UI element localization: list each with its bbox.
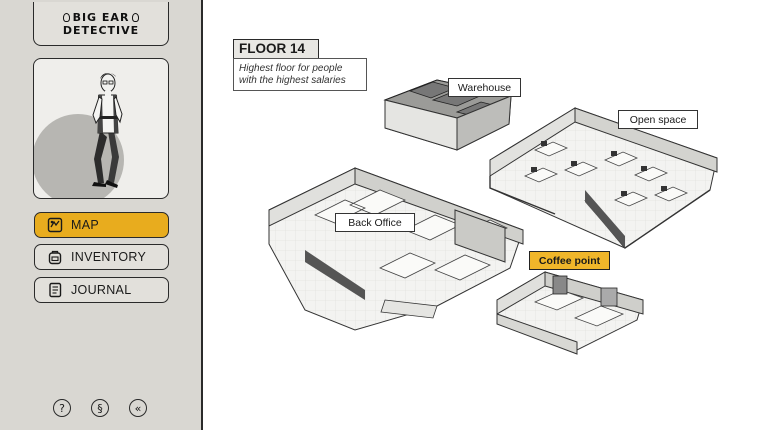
nav-map-label: MAP — [71, 218, 99, 232]
help-glyph: ? — [59, 401, 65, 415]
coffee-point-room[interactable] — [496, 271, 644, 355]
nav-inventory-button[interactable]: INVENTORY — [34, 244, 169, 270]
back-office-label[interactable]: Back Office — [335, 213, 415, 232]
game-logo: BIG EAR DETECTIVE — [33, 2, 169, 46]
nav-inventory-label: INVENTORY — [71, 250, 147, 264]
warehouse-label[interactable]: Warehouse — [448, 78, 521, 97]
logo-line-2: DETECTIVE — [63, 24, 139, 37]
logo-text-bottom: DETECTIVE — [62, 23, 140, 37]
collapse-glyph: « — [134, 401, 142, 415]
help-icon[interactable]: ? — [53, 399, 71, 417]
floor-description-line-1: Highest floor for people — [239, 63, 343, 74]
nav-journal-label: JOURNAL — [71, 283, 132, 297]
logo-text-top: BIG EAR — [72, 10, 130, 24]
floor-title: FLOOR 14 — [233, 39, 319, 59]
floor-map: FLOOR 14 Highest floor for people with t… — [205, 0, 764, 430]
ear-icon — [132, 12, 140, 22]
floor-description: Highest floor for people with the highes… — [233, 58, 367, 91]
journal-icon — [46, 282, 63, 299]
open-space-label[interactable]: Open space — [618, 110, 698, 129]
sidebar: BIG EAR DETECTIVE — [0, 0, 203, 430]
nav-map-button[interactable]: MAP — [34, 212, 169, 238]
isometric-floor-plan — [268, 79, 718, 355]
collapse-sidebar-icon[interactable]: « — [129, 399, 147, 417]
back-office-room[interactable] — [268, 167, 524, 331]
ear-icon — [62, 12, 70, 22]
rules-glyph: § — [97, 401, 103, 415]
detective-portrait — [33, 58, 169, 199]
coffee-point-label[interactable]: Coffee point — [529, 251, 610, 270]
nav-journal-button[interactable]: JOURNAL — [34, 277, 169, 303]
floor-description-line-2: with the highest salaries — [239, 75, 346, 86]
map-icon — [46, 217, 63, 234]
open-space-room[interactable] — [489, 107, 718, 249]
logo-line-1: BIG EAR — [62, 10, 140, 24]
rules-icon[interactable]: § — [91, 399, 109, 417]
backpack-icon — [46, 249, 63, 266]
